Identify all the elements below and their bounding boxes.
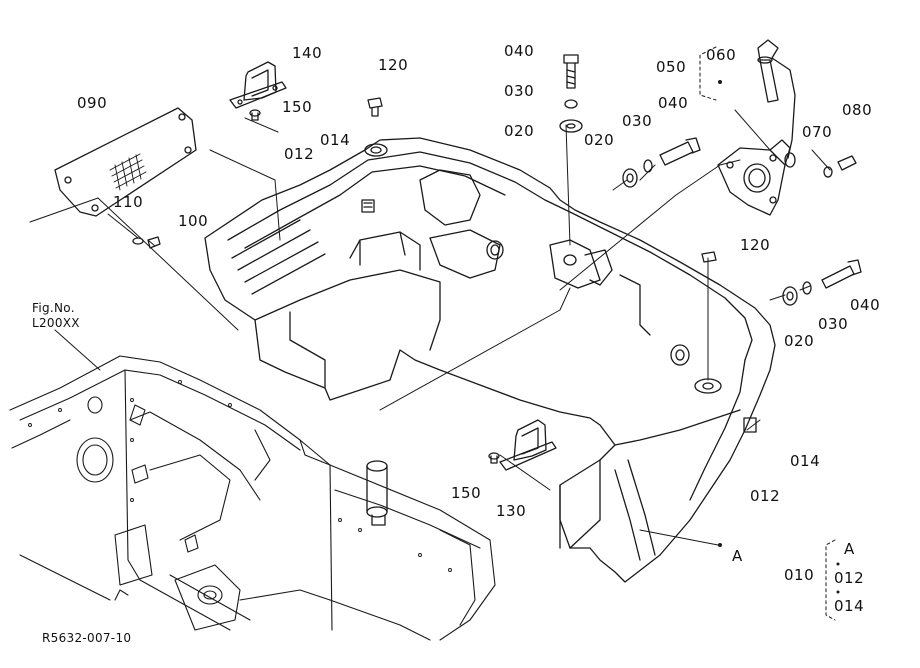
washer-020-right — [782, 286, 798, 306]
screw-100 — [147, 236, 161, 249]
front-weight-body — [204, 137, 776, 583]
label-030-mid: 030 — [622, 112, 653, 130]
washer-030-mid — [643, 159, 653, 173]
label-080: 080 — [842, 101, 873, 119]
label-040-right: 040 — [850, 296, 881, 314]
label-110: 110 — [113, 193, 144, 211]
label-030-right: 030 — [818, 315, 849, 333]
label-150-bottom: 150 — [451, 484, 482, 502]
point-050-marker — [718, 80, 722, 84]
assembly-item-012: 012 — [834, 569, 865, 587]
leader-lines — [29, 109, 831, 491]
drawing-code: R5632-007-10 — [42, 631, 132, 645]
point-a-marker — [718, 543, 722, 547]
assembly-item-a: A — [844, 540, 855, 558]
label-020-mid: 020 — [584, 131, 615, 149]
fig-ref-line1: Fig.No. — [32, 301, 75, 315]
bolt-040-top — [563, 54, 579, 89]
label-040-top: 040 — [504, 42, 535, 60]
label-012-left: 012 — [284, 145, 315, 163]
washer-020-mid — [622, 168, 638, 188]
bracket-140 — [229, 61, 287, 109]
label-060: 060 — [706, 46, 737, 64]
leader-fig-ref — [54, 329, 101, 371]
washer-020-top — [559, 119, 583, 133]
label-130: 130 — [496, 502, 527, 520]
assembly-number: 010 — [784, 566, 815, 584]
leader-a — [639, 529, 719, 546]
label-020-right: 020 — [784, 332, 815, 350]
label-040-mid: 040 — [658, 94, 689, 112]
spacer-cylinder — [366, 460, 388, 526]
label-050: 050 — [656, 58, 687, 76]
label-014-left: 014 — [320, 131, 351, 149]
label-020-top: 020 — [504, 122, 535, 140]
bolt-040-mid — [659, 137, 701, 166]
assembly-item-014: 014 — [834, 597, 865, 615]
washer-030-top — [564, 99, 578, 109]
dashed-bracket-050 — [699, 46, 717, 101]
cover-plate-090 — [54, 107, 197, 217]
pin-060 — [757, 39, 796, 168]
label-point-a: A — [732, 547, 743, 565]
screw-150-bottom — [488, 452, 500, 464]
label-120-top: 120 — [378, 56, 409, 74]
stud-014-right — [743, 417, 757, 433]
pin-120-top — [367, 97, 383, 117]
dashed-bracket-010 — [825, 539, 836, 621]
washer-030-right — [802, 281, 812, 295]
fig-ref-line2: L200XX — [32, 316, 80, 330]
tractor-frame — [9, 355, 496, 641]
stud-014-left — [361, 199, 375, 213]
washer-070 — [823, 166, 833, 178]
label-150-top: 150 — [282, 98, 313, 116]
label-014-right: 014 — [790, 452, 821, 470]
label-090: 090 — [77, 94, 108, 112]
label-100: 100 — [178, 212, 209, 230]
bracket-130 — [499, 419, 557, 471]
screw-150-top — [249, 109, 261, 121]
label-070: 070 — [802, 123, 833, 141]
separator-dot-1 — [836, 590, 840, 594]
bolt-080 — [837, 155, 857, 171]
pin-120-right — [701, 251, 717, 263]
label-120-right: 120 — [740, 236, 771, 254]
label-140: 140 — [292, 44, 323, 62]
washer-110 — [132, 237, 144, 245]
hitch-bracket — [717, 139, 791, 216]
label-030-top: 030 — [504, 82, 535, 100]
bolt-040-right — [821, 259, 862, 289]
label-012-right: 012 — [750, 487, 781, 505]
separator-dot-2 — [836, 562, 840, 566]
